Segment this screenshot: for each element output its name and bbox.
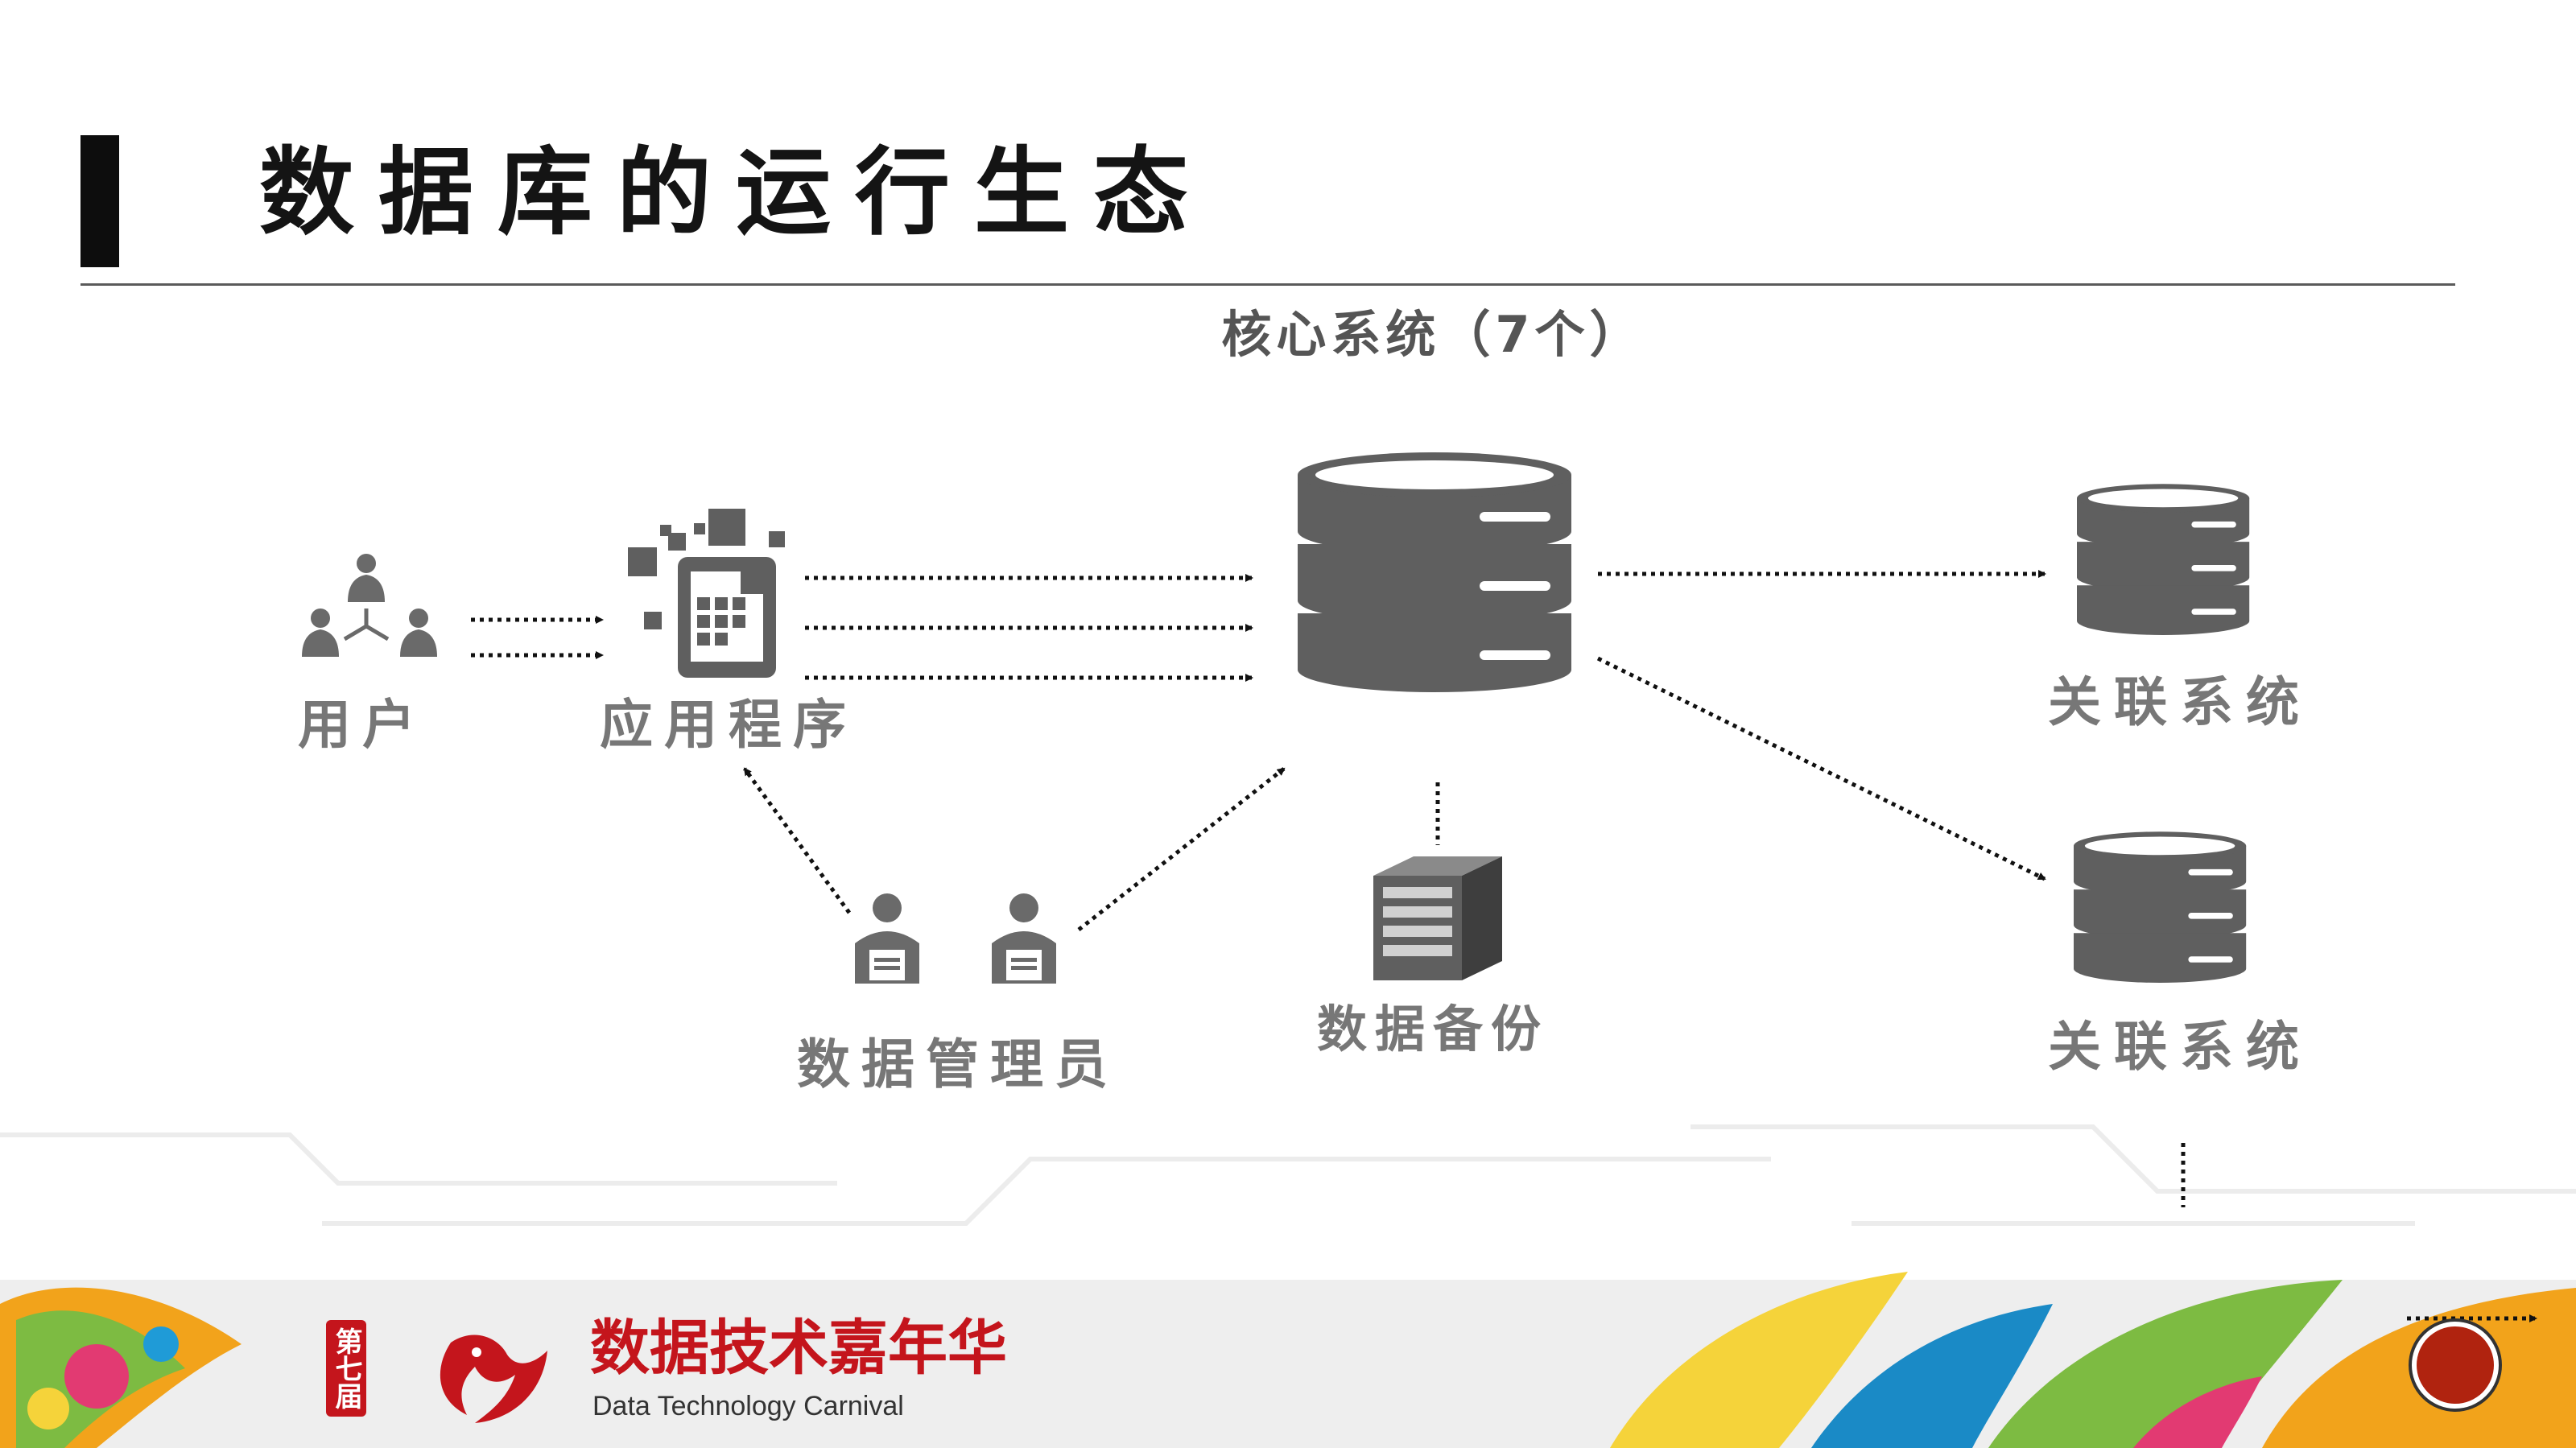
- edition-badge: 第七届: [326, 1320, 366, 1417]
- data-admin-label: 数据管理员: [797, 1033, 1119, 1095]
- admin-person-icon-1: [855, 893, 919, 984]
- page-title: 数据库的运行生态: [259, 137, 1213, 248]
- related-system-label-2: 关联系统: [2048, 1016, 2312, 1078]
- rooster-logo-icon: [440, 1335, 547, 1423]
- admin-person-icon-2: [992, 893, 1056, 984]
- related-system-label-1: 关联系统: [2048, 671, 2312, 733]
- logo-subtitle: Data Technology Carnival: [592, 1391, 904, 1421]
- ecosystem-diagram: [0, 452, 2576, 1226]
- user-label: 用户: [298, 694, 427, 756]
- arrow-admin-core: [1077, 767, 1286, 931]
- application-label: 应用程序: [600, 694, 857, 756]
- title-divider: [80, 283, 2455, 286]
- background-lines: [0, 1124, 2576, 1226]
- core-database-icon: [1298, 452, 1571, 692]
- page-marker: [2407, 1314, 2537, 1412]
- people-network-icon: [302, 554, 437, 657]
- arrow-core-related-2: [1596, 656, 2046, 881]
- title-accent-bar: [80, 135, 119, 267]
- app-tablet-icon: [628, 509, 785, 678]
- related-database-icon-1: [2077, 484, 2250, 635]
- related-database-icon-2: [2074, 831, 2247, 983]
- data-backup-label: 数据备份: [1316, 1000, 1550, 1058]
- logo-title: 数据技术嘉年华: [590, 1314, 1007, 1383]
- footer-decoration-left: [0, 1287, 242, 1448]
- server-icon: [1373, 856, 1502, 980]
- flow-arrows: [471, 570, 2046, 931]
- arrow-admin-app: [742, 767, 852, 914]
- core-system-label: 核心系统（7个）: [1221, 305, 1645, 364]
